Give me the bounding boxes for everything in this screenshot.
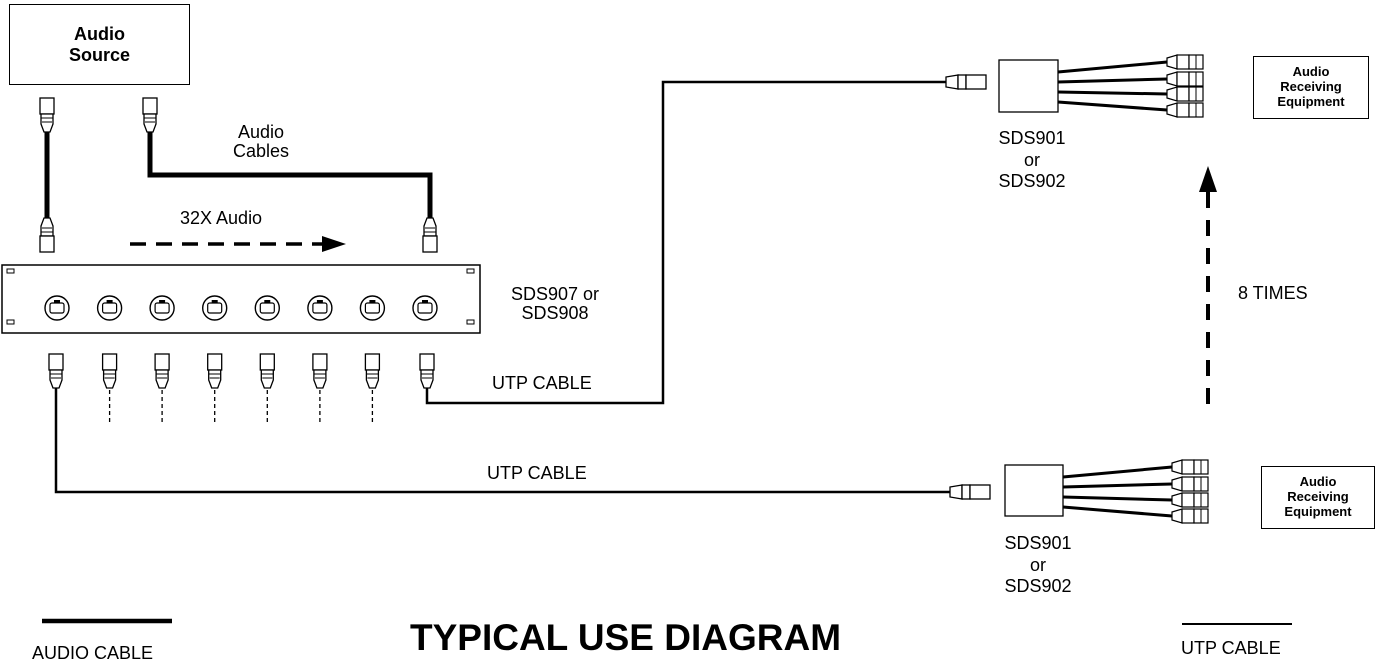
- rack-jack-icon: [44, 295, 70, 321]
- xlr-connector-icon: [48, 353, 64, 389]
- rack-jack-icon: [307, 295, 333, 321]
- rack-unit: [1, 264, 481, 334]
- xlr-connector-icon: [1166, 86, 1204, 102]
- xlr-connector-icon: [1166, 71, 1204, 87]
- xlr-connector-icon: [207, 353, 223, 389]
- xlr-connector-icon: [142, 97, 158, 133]
- xlr-connector-icon: [1171, 508, 1209, 524]
- xlr-connector-icon: [1166, 54, 1204, 70]
- rack-jack-icon: [149, 295, 175, 321]
- xlr-connector-icon: [1171, 492, 1209, 508]
- xlr-connector-icon: [1166, 102, 1204, 118]
- xlr-connector-icon: [419, 353, 435, 389]
- xlr-connector-icon: [154, 353, 170, 389]
- diagram-title: TYPICAL USE DIAGRAM: [410, 617, 842, 658]
- legend-audio-label: AUDIO CABLE: [32, 643, 154, 663]
- xlr-connector-icon: [312, 353, 328, 389]
- receiver-bottom-model-label: SDS901 or SDS902: [1004, 533, 1072, 597]
- repeat-label: 8 TIMES: [1238, 283, 1308, 303]
- receiver-box: [998, 59, 1059, 113]
- receiver-box: [1004, 464, 1064, 517]
- audio-source-box: Audio Source: [9, 4, 190, 85]
- utp-cable-line: [425, 80, 946, 405]
- utp-plug-icon: [949, 484, 991, 500]
- flow-label: 32X Audio: [180, 208, 263, 228]
- xlr-connector-icon: [364, 353, 381, 389]
- xlr-connector-icon: [259, 353, 275, 389]
- receiver-bottom-equipment-box: Audio Receiving Equipment: [1261, 466, 1375, 529]
- audio-source-label-line1: Audio: [74, 23, 125, 44]
- utp-cable-line: [54, 388, 950, 494]
- arrow-up-icon: [1199, 166, 1217, 192]
- rack-jack-icon: [96, 295, 123, 321]
- utp-cable-label-top: UTP CABLE: [492, 373, 592, 393]
- utp-cable-label-bottom: UTP CABLE: [487, 463, 587, 483]
- audio-cables-label: Audio Cables: [232, 122, 290, 161]
- xlr-connector-icon: [39, 217, 55, 253]
- utp-plug-icon: [945, 74, 987, 90]
- xlr-connector-icon: [39, 97, 55, 133]
- arrow-right-icon: [322, 236, 346, 252]
- rack-jack-icon: [254, 295, 280, 321]
- rack-jack-icon: [359, 295, 386, 321]
- xlr-connector-icon: [422, 217, 438, 253]
- rack-jack-icon: [412, 295, 438, 321]
- audio-cable-line: [147, 132, 433, 218]
- xlr-connector-icon: [1171, 476, 1209, 492]
- xlr-connector-icon: [101, 353, 118, 389]
- xlr-connector-icon: [1171, 459, 1209, 475]
- rack-jack-icon: [201, 295, 228, 321]
- legend-utp-label: UTP CABLE: [1181, 638, 1281, 658]
- receiver-top-equipment-box: Audio Receiving Equipment: [1253, 56, 1369, 119]
- receiver-top-model-label: SDS901 or SDS902: [998, 128, 1066, 192]
- audio-source-label-line2: Source: [68, 44, 131, 65]
- rack-model-label: SDS907 or SDS908: [510, 284, 600, 323]
